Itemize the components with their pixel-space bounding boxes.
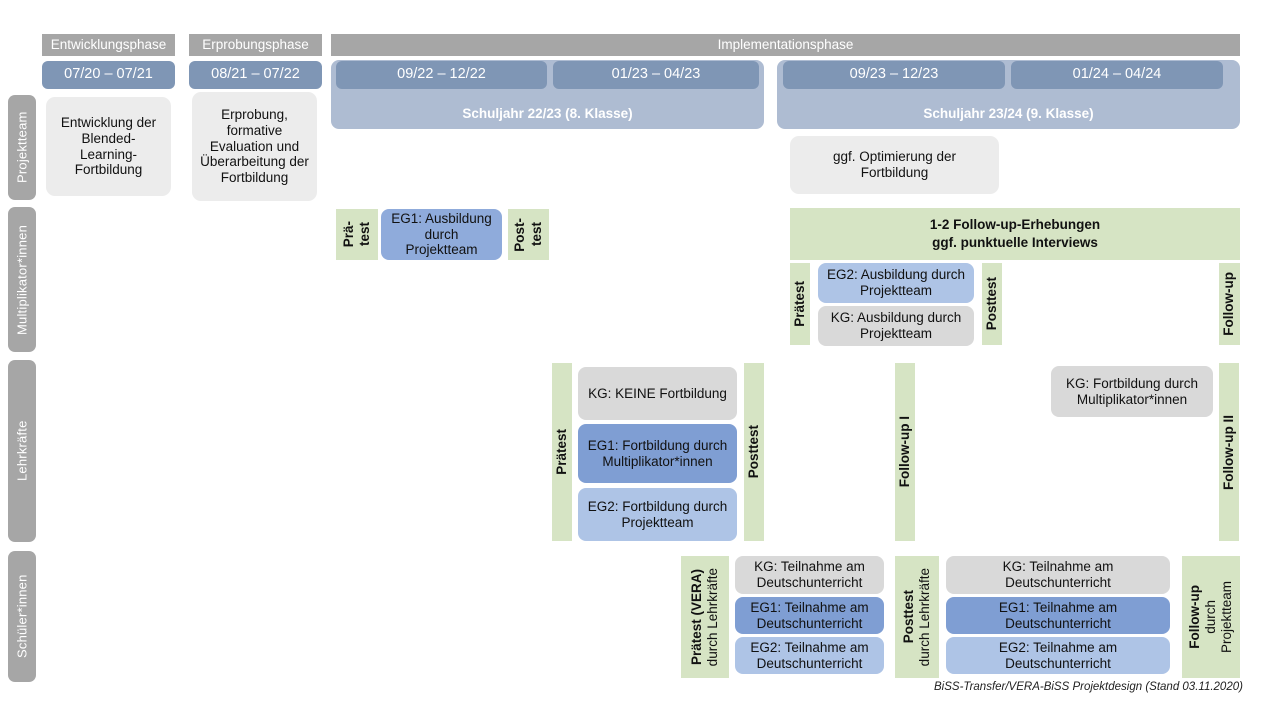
- period-chip-0124-0424: 01/24 – 04/24: [1011, 61, 1223, 89]
- green-posttest-multiplikatoren-1: Post- test: [508, 209, 549, 260]
- posttest-line-2: durch Lehrkräfte: [917, 567, 932, 667]
- posttest-label: Posttest: [745, 425, 761, 479]
- praetest-label: Prätest: [791, 281, 807, 327]
- green-followup-2-lehrkraefte: Follow-up II: [1219, 363, 1239, 541]
- posttest-line-1: Post-: [512, 217, 528, 252]
- green-praetest-multiplikatoren-1: Prä- test: [336, 209, 378, 260]
- row-label-multiplikatorinnen: Multiplikator*innen: [8, 207, 36, 352]
- praetest-line-2: test: [357, 222, 372, 247]
- box-eg2-teilnahme-deutschunterricht-1: EG2: Teilnahme am Deutschunterricht: [735, 637, 884, 674]
- green-posttest-schueler: Posttest durch Lehrkräfte: [895, 556, 939, 678]
- posttest-line-1: Posttest: [900, 590, 916, 644]
- followup-line-1: Follow-up: [1186, 585, 1202, 649]
- box-eg2-fortbildung-projektteam: EG2: Fortbildung durch Projektteam: [578, 488, 737, 541]
- green-posttest-multiplikatoren-2: Posttest: [982, 263, 1002, 345]
- followup-line-3: Projektteam: [1219, 580, 1235, 654]
- followup-banner-line-2: ggf. punktuelle Interviews: [932, 235, 1098, 250]
- box-erprobung-evaluation: Erprobung, formative Evaluation und Über…: [192, 92, 317, 201]
- green-praetest-multiplikatoren-2: Prätest: [790, 263, 810, 345]
- footer-source-note: BiSS-Transfer/VERA-BiSS Projektdesign (S…: [934, 681, 1243, 693]
- green-followup-schueler: Follow-up durch Projektteam: [1182, 556, 1240, 678]
- followup-line-2: durch: [1202, 600, 1218, 634]
- box-kg-ausbildung-projektteam: KG: Ausbildung durch Projektteam: [818, 306, 974, 346]
- box-eg1-ausbildung-projektteam: EG1: Ausbildung durch Projektteam: [381, 209, 502, 260]
- box-eg1-teilnahme-deutschunterricht-1: EG1: Teilnahme am Deutschunterricht: [735, 597, 884, 634]
- phase-header-entwicklungsphase: Entwicklungsphase: [42, 34, 175, 56]
- posttest-line-2: test: [528, 222, 544, 247]
- phase-header-erprobungsphase: Erprobungsphase: [189, 34, 322, 56]
- green-followup-multiplikatoren: Follow-up: [1219, 263, 1240, 345]
- row-label-lehrkraefte: Lehrkräfte: [8, 360, 36, 542]
- box-kg-teilnahme-deutschunterricht-2: KG: Teilnahme am Deutschunterricht: [946, 556, 1170, 594]
- followup-2-label: Follow-up II: [1220, 414, 1236, 490]
- box-kg-teilnahme-deutschunterricht-1: KG: Teilnahme am Deutschunterricht: [735, 556, 884, 594]
- green-praetest-vera-schueler: Prätest (VERA) durch Lehrkräfte: [681, 556, 729, 678]
- box-eg2-ausbildung-projektteam: EG2: Ausbildung durch Projektteam: [818, 263, 974, 303]
- followup-label: Follow-up: [1221, 272, 1237, 336]
- followup-1-label: Follow-up I: [896, 416, 912, 488]
- period-chip-0123-0423: 01/23 – 04/23: [553, 61, 759, 89]
- period-chip-0923-1223: 09/23 – 12/23: [783, 61, 1005, 89]
- row-label-projektteam: Projektteam: [8, 95, 36, 200]
- period-chip-0821-0722: 08/21 – 07/22: [189, 61, 322, 89]
- box-entwicklung-blended-learning: Entwicklung der Blended-Learning-Fortbil…: [46, 97, 171, 196]
- praetest-line-1: Prä-: [340, 221, 356, 248]
- praetest-vera-line-1: Prätest (VERA): [688, 568, 704, 666]
- box-eg2-teilnahme-deutschunterricht-2: EG2: Teilnahme am Deutschunterricht: [946, 637, 1170, 674]
- box-kg-keine-fortbildung: KG: KEINE Fortbildung: [578, 367, 737, 420]
- box-eg1-fortbildung-multiplikatoren: EG1: Fortbildung durch Multiplikator*inn…: [578, 424, 737, 483]
- praetest-vera-line-2: durch Lehrkräfte: [705, 567, 720, 667]
- row-label-schuelerinnen: Schüler*innen: [8, 551, 36, 682]
- period-chip-0922-1222: 09/22 – 12/22: [336, 61, 547, 89]
- box-ggf-optimierung: ggf. Optimierung der Fortbildung: [790, 136, 999, 194]
- followup-banner-line-1: 1-2 Follow-up-Erhebungen: [929, 217, 1101, 233]
- box-eg1-teilnahme-deutschunterricht-2: EG1: Teilnahme am Deutschunterricht: [946, 597, 1170, 634]
- green-praetest-lehrkraefte: Prätest: [552, 363, 572, 541]
- period-chip-0720-0721: 07/20 – 07/21: [42, 61, 175, 89]
- posttest-label: Posttest: [983, 277, 999, 331]
- green-banner-followup-erhebungen: 1-2 Follow-up-Erhebungen ggf. punktuelle…: [790, 208, 1240, 260]
- box-kg-fortbildung-multiplikatoren: KG: Fortbildung durch Multiplikator*inne…: [1051, 366, 1213, 417]
- praetest-label: Prätest: [553, 429, 569, 475]
- green-posttest-lehrkraefte: Posttest: [744, 363, 764, 541]
- phase-header-implementationsphase: Implementationsphase: [331, 34, 1240, 56]
- green-followup-1-lehrkraefte: Follow-up I: [895, 363, 915, 541]
